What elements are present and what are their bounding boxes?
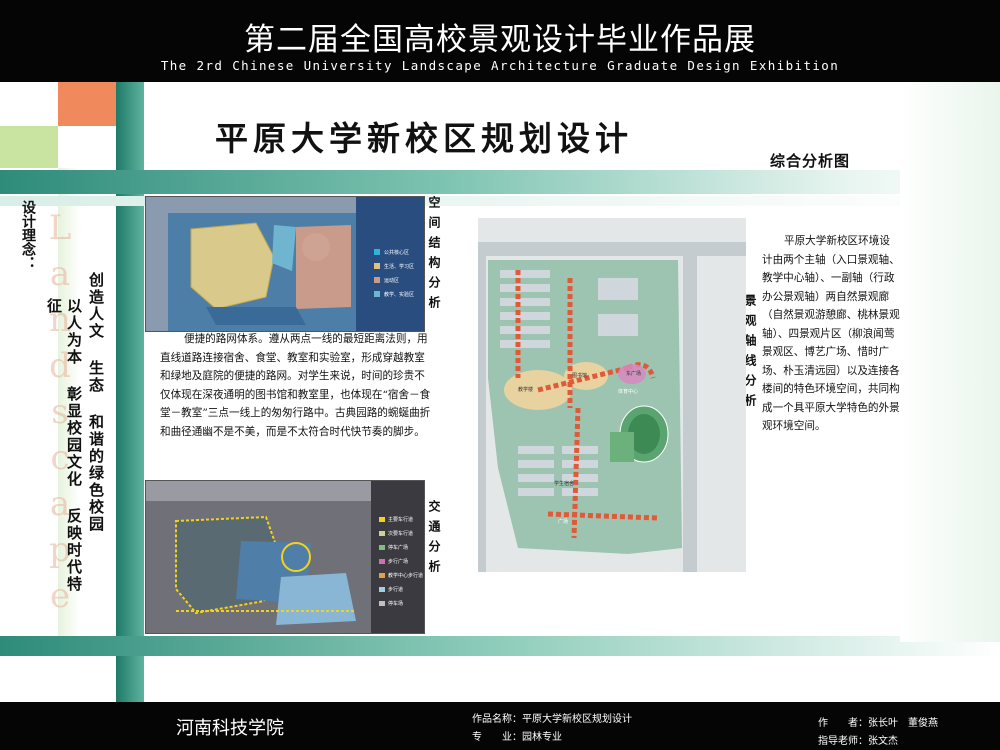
teal-horizontal-band	[0, 170, 1000, 194]
plan-label-east-plaza: 东广场	[626, 371, 642, 377]
advisor: 指导老师：张文杰	[818, 736, 898, 747]
page-subtitle: 综合分析图	[770, 152, 851, 170]
light-horizontal-band	[0, 196, 1000, 206]
green-vertical-strip	[58, 168, 80, 638]
spatial-legend-2: 生活、学习区	[384, 264, 415, 270]
traffic-analysis-map: 主要车行道 次要车行道 停车广场 步行广场 教学中心步行道 步行道 停车场	[145, 480, 425, 634]
traffic-legend-3: 停车广场	[388, 545, 409, 551]
authors: 作 者：张长叶 董俊燕	[818, 718, 938, 729]
exhibition-subtitle: The 2rd Chinese University Landscape Arc…	[160, 58, 840, 73]
concept-heading: 设计理念：	[20, 200, 36, 270]
exhibition-title: 第二届全国高校景观设计毕业作品展	[244, 22, 756, 58]
traffic-map-drawing	[146, 481, 424, 633]
plan-label-library: 图书馆	[572, 373, 588, 379]
traffic-legend-6: 步行道	[388, 587, 404, 593]
concept-column-1: 以人为本 彰显校园文化 反映时代特征	[45, 298, 83, 593]
traffic-legend-5: 教学中心步行道	[388, 573, 424, 579]
header-bar	[0, 0, 1000, 82]
plan-label-plaza: 广场	[558, 519, 569, 525]
traffic-legend-2: 次要车行道	[388, 531, 414, 537]
spatial-structure-map: 公共核心区 生活、学习区 运动区 教学、实验区	[145, 196, 425, 332]
school-name: 河南科技学院	[176, 718, 284, 739]
concept-column-2: 创造人文 生态 和谐的绿色校园	[87, 272, 105, 533]
orange-block	[58, 82, 116, 126]
spatial-legend-3: 运动区	[384, 278, 400, 284]
right-green-column	[900, 82, 1000, 642]
footer-bar	[0, 702, 1000, 750]
spatial-legend-4: 教学、实验区	[384, 292, 415, 298]
traffic-legend-4: 步行广场	[388, 559, 409, 565]
spatial-legend-1: 公共核心区	[384, 250, 410, 256]
plan-label-sports: 体育中心	[618, 389, 639, 395]
traffic-analysis-label: 交通分析	[427, 500, 441, 580]
axis-analysis-label: 景观轴线分析	[743, 294, 757, 414]
road-network-description: 便捷的路网体系。遵从两点一线的最短距离法则，用直线道路连接宿舍、食堂、教室和实验…	[160, 333, 431, 438]
landscape-axis-description: 平原大学新校区环境设计由两个主轴（入口景观轴、教学中心轴）、一副轴（行政办公景观…	[762, 235, 900, 432]
bottom-band	[0, 636, 1000, 656]
major: 专 业：园林专业	[472, 732, 562, 743]
master-plan-map: 体育中心 图书馆 学生宿舍 教学楼 广场 东广场	[478, 218, 746, 572]
page-title: 平原大学新校区规划设计	[215, 119, 633, 158]
concept-watermark: Landscape	[40, 208, 80, 622]
work-name: 作品名称：平原大学新校区规划设计	[472, 714, 632, 725]
traffic-legend-7: 停车场	[388, 601, 404, 607]
spatial-map-drawing	[146, 197, 424, 331]
master-plan-drawing	[478, 218, 746, 572]
spatial-analysis-label: 空间结构分析	[427, 196, 441, 316]
plan-label-teaching: 教学楼	[518, 387, 534, 393]
traffic-legend-1: 主要车行道	[388, 517, 414, 523]
lime-block	[0, 126, 58, 168]
plan-label-dorm: 学生宿舍	[554, 481, 575, 487]
